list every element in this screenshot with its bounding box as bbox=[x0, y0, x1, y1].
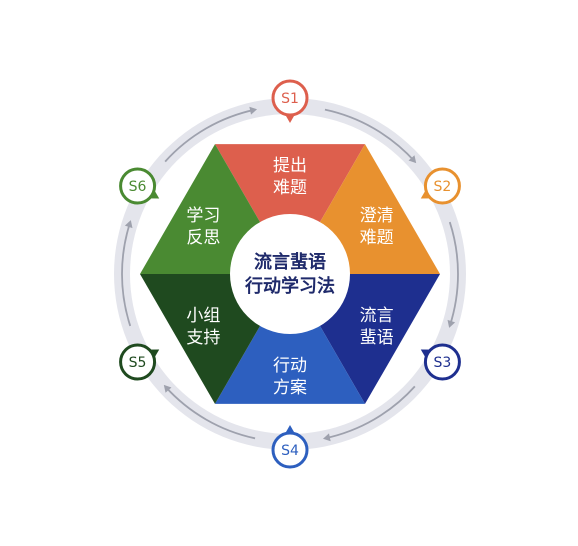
cycle-arrow bbox=[164, 385, 256, 440]
step-badge: S4 bbox=[271, 425, 309, 469]
badge-circle bbox=[271, 431, 309, 469]
segment-wedge bbox=[215, 274, 365, 404]
step-badge-label: S3 bbox=[434, 355, 452, 371]
cycle-arrow bbox=[164, 108, 256, 163]
segment-label-line2: 支持 bbox=[186, 328, 220, 348]
segment-label-line2: 蜚语 bbox=[360, 328, 394, 348]
arrow-head bbox=[124, 220, 133, 229]
step-badge: S5 bbox=[119, 343, 160, 381]
step-badge: S6 bbox=[119, 167, 160, 205]
step-badge-label: S6 bbox=[129, 179, 147, 195]
segment-wedge bbox=[215, 144, 365, 274]
segment-label-line2: 反思 bbox=[186, 228, 220, 248]
arrow-head bbox=[163, 384, 172, 393]
cycle-arrow bbox=[324, 385, 416, 440]
segment-label-line1: 小组 bbox=[186, 306, 220, 326]
cycle-arrow bbox=[324, 108, 416, 163]
step-badge-label: S1 bbox=[281, 91, 299, 107]
center-title-line2: 行动学习法 bbox=[244, 275, 335, 297]
step-badge-label: S2 bbox=[434, 179, 452, 195]
segment-label-line1: 行动 bbox=[273, 356, 307, 376]
step-badge-label: S4 bbox=[281, 443, 299, 459]
cycle-arrows bbox=[121, 106, 459, 442]
cycle-arrow bbox=[448, 221, 459, 327]
center-circle bbox=[230, 214, 350, 334]
badge-circle bbox=[423, 343, 461, 381]
step-badge-label: S5 bbox=[129, 355, 147, 371]
step-badge: S3 bbox=[420, 343, 461, 381]
badge-circle bbox=[423, 167, 461, 205]
segment-label-line1: 提出 bbox=[273, 156, 307, 176]
segment-label-line1: 学习 bbox=[186, 206, 220, 226]
badge-circle bbox=[119, 343, 157, 381]
segment-label-line2: 难题 bbox=[360, 228, 394, 248]
arrow-head bbox=[408, 155, 417, 164]
segment-label-line1: 澄清 bbox=[360, 206, 394, 226]
step-badge: S1 bbox=[271, 79, 309, 123]
badge-circle bbox=[119, 167, 157, 205]
segment-label-line2: 难题 bbox=[273, 178, 307, 198]
arrow-head bbox=[249, 106, 258, 115]
arrow-head bbox=[447, 319, 456, 328]
center-title-line1: 流言蜚语 bbox=[254, 251, 326, 273]
arrow-head bbox=[322, 433, 331, 442]
step-badge: S2 bbox=[420, 167, 461, 205]
badge-circle bbox=[271, 79, 309, 117]
segment-label-line1: 流言 bbox=[360, 306, 394, 326]
cycle-arrow bbox=[121, 221, 132, 327]
segment-label-line2: 方案 bbox=[273, 378, 307, 398]
